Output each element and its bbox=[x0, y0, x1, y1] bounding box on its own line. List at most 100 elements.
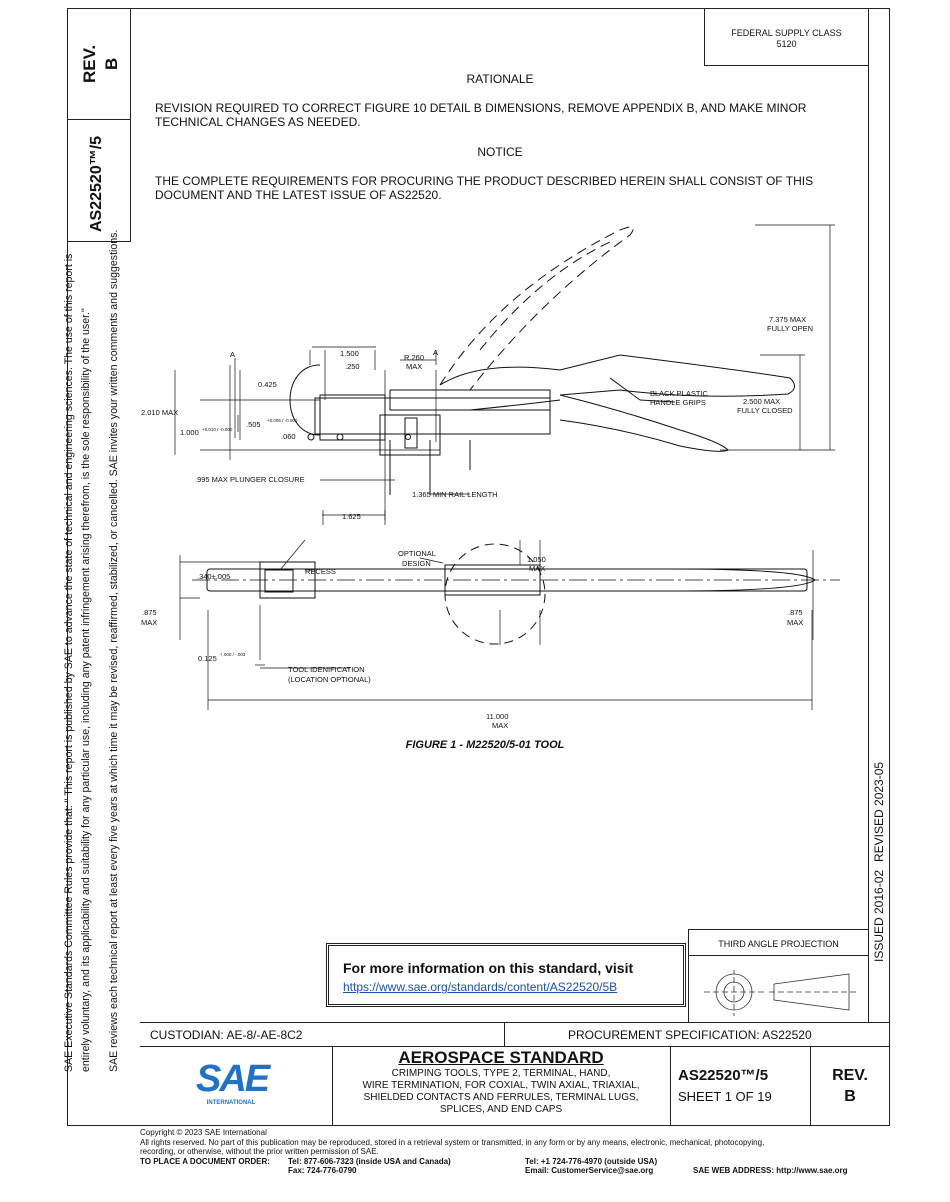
sae-logo-sub: INTERNATIONAL bbox=[206, 1100, 256, 1106]
label-r260-max: MAX bbox=[406, 362, 422, 371]
label-875-left-max: MAX bbox=[141, 618, 157, 627]
label-060: .060 bbox=[281, 432, 296, 441]
revised-date: REVISED 2023-05 bbox=[872, 761, 886, 862]
third-angle-projection-box: THIRD ANGLE PROJECTION bbox=[688, 929, 869, 1022]
notice-text: THE COMPLETE REQUIREMENTS FOR PROCURING … bbox=[155, 174, 814, 202]
label-875-right-max: MAX bbox=[787, 618, 803, 627]
title-block-row-2: AEROSPACE STANDARD CRIMPING TOOLS, TYPE … bbox=[140, 1047, 890, 1126]
label-closed-1: 2.500 MAX bbox=[743, 397, 780, 406]
standard-heading: AEROSPACE STANDARD bbox=[398, 1048, 604, 1067]
tb2-div3 bbox=[810, 1047, 811, 1126]
top-view-dimensions bbox=[179, 539, 814, 710]
federal-supply-class-box: FEDERAL SUPPLY CLASS 5120 bbox=[704, 8, 868, 66]
projection-divider bbox=[689, 955, 869, 956]
title-line-1: CRIMPING TOOLS, TYPE 2, TERMINAL, HAND, bbox=[391, 1068, 611, 1079]
federal-supply-class-label: FEDERAL SUPPLY CLASS bbox=[731, 28, 842, 38]
label-fully-open-1: 7.375 MAX bbox=[769, 315, 806, 324]
label-grips-1: BLACK PLASTIC bbox=[650, 389, 709, 398]
order-label: TO PLACE A DOCUMENT ORDER: bbox=[140, 1156, 270, 1166]
order-row: TO PLACE A DOCUMENT ORDER: Tel: 877-606-… bbox=[140, 1157, 930, 1177]
sidebar-rev-box bbox=[67, 8, 131, 120]
tb2-div1 bbox=[332, 1047, 333, 1126]
label-plunger: .995 MAX PLUNGER CLOSURE bbox=[195, 475, 305, 484]
tb2-div2 bbox=[670, 1047, 671, 1126]
label-tool-id-1: TOOL IDENIFICATION bbox=[288, 665, 365, 674]
label-0125: 0.125 bbox=[198, 654, 217, 663]
tool-top-view bbox=[192, 543, 840, 645]
tb-doc-number: AS22520™/5 bbox=[678, 1067, 769, 1084]
label-2010: 2.010 MAX bbox=[141, 408, 178, 417]
notice-title: NOTICE bbox=[477, 145, 523, 159]
tb-sheet: SHEET 1 OF 19 bbox=[678, 1089, 772, 1104]
label-fully-open-2: FULLY OPEN bbox=[767, 324, 813, 333]
more-info-text: For more information on this standard, v… bbox=[343, 960, 634, 976]
label-a-right: A bbox=[433, 348, 438, 357]
footer: Copyright © 2023 SAE International All r… bbox=[140, 1128, 930, 1177]
right-border-line bbox=[868, 8, 869, 1022]
title-line-3: SHIELDED CONTACTS AND FERRULES, TERMINAL… bbox=[363, 1092, 639, 1103]
rights-line-2: recording, or otherwise, without the pri… bbox=[140, 1147, 379, 1156]
label-1000: 1.000 bbox=[180, 428, 199, 437]
email[interactable]: Email: CustomerService@sae.org bbox=[525, 1165, 654, 1175]
disclaimer-line-2: entirely voluntary, and its applicabilit… bbox=[80, 308, 92, 1072]
title-line-4: SPLICES, AND END CAPS bbox=[439, 1104, 563, 1115]
label-a-left: A bbox=[230, 350, 235, 359]
label-425: 0.425 bbox=[258, 380, 277, 389]
label-closed-2: FULLY CLOSED bbox=[737, 406, 793, 415]
issued-date: ISSUED 2016-02 bbox=[872, 869, 886, 962]
label-340: .340±.005 bbox=[197, 572, 230, 581]
standard-link[interactable]: https://www.sae.org/standards/content/AS… bbox=[343, 980, 618, 994]
federal-supply-class-value: 5120 bbox=[776, 39, 797, 49]
label-1050-max: MAX bbox=[529, 564, 545, 573]
web-address[interactable]: SAE WEB ADDRESS: http://www.sae.org bbox=[693, 1165, 848, 1175]
projection-symbol bbox=[704, 970, 859, 1016]
title-line-2: WIRE TERMINATION, FOR COXIAL, TWIN AXIAL… bbox=[362, 1080, 640, 1091]
label-1625: 1.625 bbox=[342, 512, 361, 521]
tb1-divider bbox=[504, 1023, 505, 1047]
disclaimer-line-1: SAE Executive Standards Committee Rules … bbox=[63, 253, 75, 1072]
sidebar-rev-value: B bbox=[102, 57, 121, 70]
label-875-right: .875 bbox=[788, 608, 803, 617]
label-505: .505 bbox=[246, 420, 261, 429]
label-11000: 11.000 bbox=[486, 712, 508, 721]
label-optional-2: DESIGN bbox=[402, 559, 431, 568]
label-rail: 1.365 MIN RAIL LENGTH bbox=[412, 490, 498, 499]
procurement-spec: PROCUREMENT SPECIFICATION: AS22520 bbox=[568, 1028, 812, 1042]
custodian: CUSTODIAN: AE-8/-AE-8C2 bbox=[150, 1028, 303, 1042]
copyright: Copyright © 2023 SAE International bbox=[140, 1128, 267, 1137]
side-view-dimensions bbox=[174, 224, 835, 525]
rationale-title: RATIONALE bbox=[466, 72, 534, 86]
label-0125-tol: +.000 / -.003 bbox=[220, 652, 246, 657]
figure-caption: FIGURE 1 - M22520/5-01 TOOL bbox=[405, 739, 565, 751]
tool-drawing: A A 1.500 .250 R.260 MAX 0.425 2.010 MAX… bbox=[141, 224, 840, 730]
sae-logo: SAE INTERNATIONAL bbox=[196, 1058, 270, 1110]
label-optional-1: OPTIONAL bbox=[398, 549, 436, 558]
label-grips-2: HANDLE GRIPS bbox=[650, 398, 706, 407]
rights-line-1: All rights reserved. No part of this pub… bbox=[140, 1137, 765, 1147]
label-1050: 1.050 bbox=[527, 555, 546, 564]
more-info-box: For more information on this standard, v… bbox=[326, 943, 686, 1007]
disclaimer-line-3: SAE reviews each technical report at lea… bbox=[108, 229, 120, 1072]
sidebar-docnum-box bbox=[67, 120, 131, 242]
label-11000-max: MAX bbox=[492, 721, 508, 730]
rationale-text: REVISION REQUIRED TO CORRECT FIGURE 10 D… bbox=[155, 101, 807, 129]
title-block-row-1: CUSTODIAN: AE-8/-AE-8C2 PROCUREMENT SPEC… bbox=[140, 1022, 890, 1047]
tool-side-view bbox=[289, 226, 795, 495]
label-875-left: .875 bbox=[142, 608, 157, 617]
fax: Fax: 724-776-0790 bbox=[288, 1165, 357, 1175]
sae-logo-mark: SAE bbox=[196, 1058, 270, 1100]
label-r260: R.260 bbox=[404, 353, 424, 362]
label-505-tol: +0.005 / -0.000 bbox=[267, 418, 298, 423]
label-1000-tol: +0.010 / -0.000 bbox=[202, 427, 233, 432]
title-lines: CRIMPING TOOLS, TYPE 2, TERMINAL, HAND, … bbox=[332, 1068, 670, 1116]
label-recess: RECESS bbox=[305, 567, 336, 576]
tel-outside: Tel: +1 724-776-4970 (outside USA) bbox=[525, 1156, 658, 1166]
tel-usa: Tel: 877-606-7323 (inside USA and Canada… bbox=[288, 1156, 451, 1166]
third-angle-projection-label: THIRD ANGLE PROJECTION bbox=[718, 939, 839, 949]
label-250: .250 bbox=[345, 362, 360, 371]
tb-rev-label: REV. bbox=[832, 1067, 868, 1084]
tb-rev-value: B bbox=[844, 1088, 856, 1105]
label-1500: 1.500 bbox=[340, 349, 359, 358]
page-frame bbox=[67, 8, 890, 1126]
label-tool-id-2: (LOCATION OPTIONAL) bbox=[288, 675, 371, 684]
